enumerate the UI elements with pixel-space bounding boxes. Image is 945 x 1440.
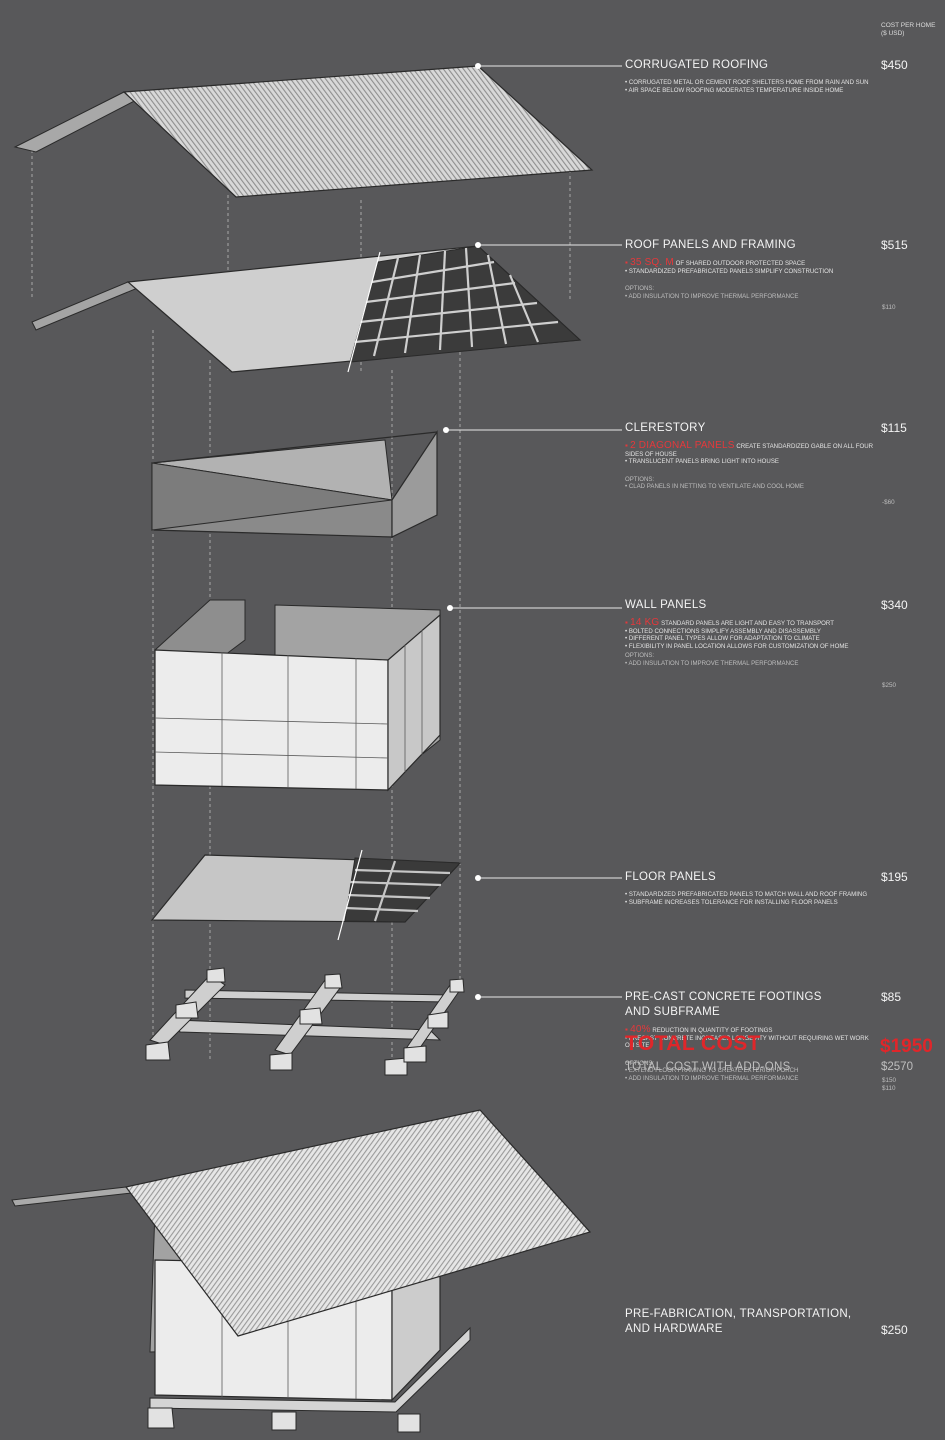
bullet: • STANDARDIZED PREFABRICATED PANELS SIMP… [625, 267, 834, 275]
highlight-value: 14 KG [630, 617, 660, 628]
component-bullets: • STANDARDIZED PREFABRICATED PANELS TO M… [625, 891, 875, 906]
options-heading: OPTIONS: [625, 475, 655, 483]
header-line-1: COST PER HOME [881, 22, 936, 29]
component-clerestory: CLERESTORY ▪ 2 DIAGONAL PANELS CREATE ST… [625, 421, 875, 491]
corrugated-roofing-drawing [13, 65, 594, 198]
highlight-bullet-mark: ▪ [625, 258, 631, 267]
total-with-addons-label: TOTAL COST WITH ADD-ONS [625, 1061, 791, 1073]
component-bullets: ▪ 35 SQ. M OF SHARED OUTDOOR PROTECTED S… [625, 257, 875, 275]
bullet: • AIR SPACE BELOW ROOFING MODERATES TEMP… [625, 86, 844, 94]
prefab-cost-item: PRE-FABRICATION, TRANSPORTATION, AND HAR… [625, 1307, 875, 1337]
prefab-title: PRE-FABRICATION, TRANSPORTATION, AND HAR… [625, 1308, 852, 1335]
prefab-price: $250 [881, 1323, 908, 1337]
highlight-text: OF SHARED OUTDOOR PROTECTED SPACE [673, 260, 806, 267]
highlight-bullet: ▪ 2 DIAGONAL PANELS CREATE STANDARDIZED … [625, 440, 875, 458]
component-floor-panels: FLOOR PANELS • STANDARDIZED PREFABRICATE… [625, 870, 875, 906]
total-with-addons-value: $2570 [881, 1061, 913, 1073]
highlight-bullet: ▪ 40% REDUCTION IN QUANTITY OF FOOTINGS [625, 1024, 875, 1035]
bullet: • SUBFRAME INCREASES TOLERANCE FOR INSTA… [625, 898, 838, 906]
highlight-bullet-mark: ▪ [625, 618, 631, 627]
options-heading: OPTIONS: [625, 652, 655, 660]
highlight-text: REDUCTION IN QUANTITY OF FOOTINGS [650, 1027, 773, 1034]
highlight-value: 40% [630, 1024, 651, 1035]
header-line-2: ($ USD) [881, 30, 905, 37]
component-price: $450 [881, 58, 908, 72]
component-bullets: ▪ 14 KG STANDARD PANELS ARE LIGHT AND EA… [625, 617, 875, 650]
component-roof-panels: ROOF PANELS AND FRAMING ▪ 35 SQ. M OF SH… [625, 238, 875, 300]
component-title: ROOF PANELS AND FRAMING [625, 239, 796, 251]
highlight-bullet-mark: ▪ [625, 441, 631, 450]
highlight-bullet: ▪ 14 KG STANDARD PANELS ARE LIGHT AND EA… [625, 617, 875, 628]
bullet: • TRANSLUCENT PANELS BRING LIGHT INTO HO… [625, 458, 779, 466]
highlight-bullet-mark: ▪ [625, 1025, 631, 1034]
options-heading: OPTIONS: [625, 1059, 655, 1067]
option-price: -$60 [882, 499, 895, 506]
component-price: $340 [881, 598, 908, 612]
option-item: • ADD INSULATION TO IMPROVE THERMAL PERF… [625, 659, 799, 667]
clerestory-drawing [151, 430, 438, 538]
roof-panels-drawing [31, 245, 582, 373]
bullet: • PRECAST CONCRETE INCREASES LONGEVITY W… [625, 1034, 869, 1050]
component-bullets: ▪ 40% REDUCTION IN QUANTITY OF FOOTINGS … [625, 1024, 875, 1050]
bullet: • FLEXIBILITY IN PANEL LOCATION ALLOWS F… [625, 642, 849, 650]
option-item: • EXTEND FLOOR FRAMING TO CREATE EXTERIO… [625, 1067, 799, 1075]
option-item: • ADD INSULATION TO IMPROVE THERMAL PERF… [625, 1074, 799, 1082]
component-footings: PRE-CAST CONCRETE FOOTINGS AND SUBFRAME … [625, 990, 875, 1083]
total-cost-value: $1950 [880, 1036, 933, 1057]
floor-panels-drawing [150, 849, 462, 941]
options-heading: OPTIONS: [625, 285, 655, 293]
component-title: WALL PANELS [625, 599, 707, 611]
component-price: $85 [881, 990, 902, 1004]
component-title: CORRUGATED ROOFING [625, 59, 769, 71]
leader-lines [443, 63, 622, 1000]
bullet: • DIFFERENT PANEL TYPES ALLOW FOR ADAPTA… [625, 635, 820, 643]
cost-column-header: COST PER HOME ($ USD) [881, 22, 943, 38]
option-price: $150 [882, 1077, 897, 1084]
component-wall-panels: WALL PANELS ▪ 14 KG STANDARD PANELS ARE … [625, 598, 875, 668]
option-price: $110 [882, 304, 896, 311]
component-price: $195 [881, 870, 908, 884]
highlight-value: 35 SQ. M [630, 257, 674, 268]
component-bullets: • CORRUGATED METAL OR CEMENT ROOF SHELTE… [625, 79, 875, 94]
component-title: PRE-CAST CONCRETE FOOTINGS AND SUBFRAME [625, 991, 822, 1018]
bullet: • BOLTED CONNECTIONS SIMPLIFY ASSEMBLY A… [625, 627, 821, 635]
footings-drawing [145, 967, 465, 1076]
option-item: • CLAD PANELS IN NETTING TO VENTILATE AN… [625, 483, 804, 491]
option-item: • ADD INSULATION TO IMPROVE THERMAL PERF… [625, 292, 799, 300]
total-cost-label: TOTAL COST [625, 1032, 761, 1055]
wall-panels-drawing [154, 599, 441, 792]
highlight-bullet: ▪ 35 SQ. M OF SHARED OUTDOOR PROTECTED S… [625, 257, 875, 268]
bullet: • STANDARDIZED PREFABRICATED PANELS TO M… [625, 891, 868, 898]
highlight-text: CREATE STANDARDIZED GABLE ON ALL FOUR SI… [625, 443, 874, 458]
component-price: $115 [881, 421, 907, 435]
component-price: $515 [881, 238, 908, 252]
bullet: • CORRUGATED METAL OR CEMENT ROOF SHELTE… [625, 79, 869, 86]
highlight-value: 2 DIAGONAL PANELS [630, 440, 735, 451]
highlight-text: STANDARD PANELS ARE LIGHT AND EASY TO TR… [659, 620, 834, 627]
component-title: FLOOR PANELS [625, 871, 716, 883]
component-bullets: ▪ 2 DIAGONAL PANELS CREATE STANDARDIZED … [625, 440, 875, 466]
component-title: CLERESTORY [625, 422, 706, 434]
assembled-house-drawing [11, 1109, 592, 1433]
option-price: $250 [882, 682, 897, 689]
component-corrugated-roofing: CORRUGATED ROOFING • CORRUGATED METAL OR… [625, 58, 875, 94]
option-price: $110 [882, 1085, 896, 1092]
